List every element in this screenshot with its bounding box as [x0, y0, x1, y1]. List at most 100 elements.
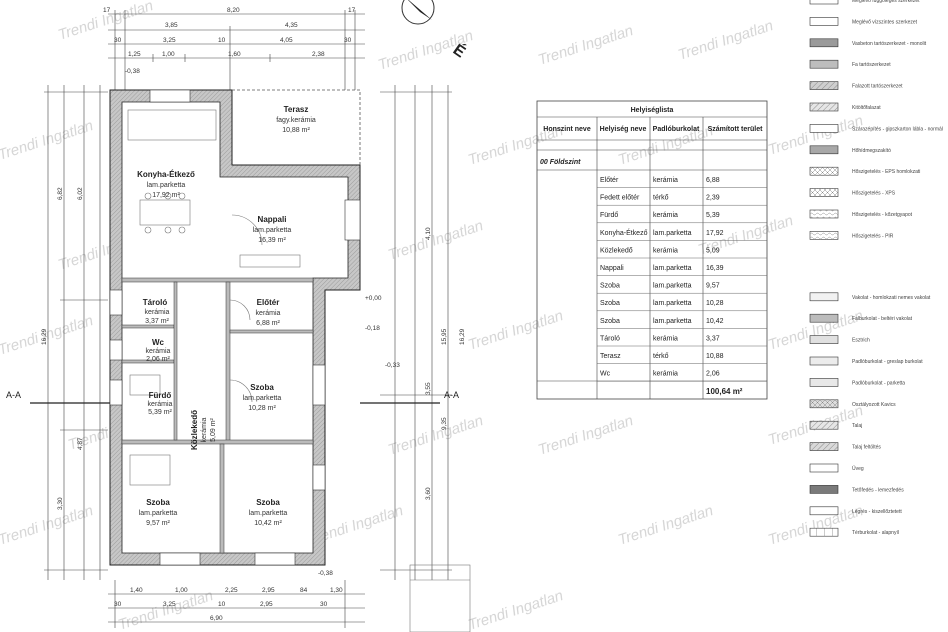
legend-swatch [809, 463, 839, 473]
table-cell: lam.parketta [653, 265, 692, 272]
section-label-right: A-A [444, 390, 459, 400]
table-cell: térkő [653, 195, 669, 202]
table-title: Helyiséglista [631, 107, 674, 114]
dim-label: 1,25 [128, 51, 141, 58]
room-area: 5,09 m² [210, 417, 217, 441]
dim-label: 15,95 [441, 328, 448, 345]
table-cell: Szoba [600, 300, 620, 307]
dim-label: 4,35 [285, 22, 298, 29]
table-cell: 9,57 [706, 283, 720, 290]
legend-swatch-pattern [810, 188, 838, 197]
watermark-text: Trendi Ingatlan [616, 502, 715, 549]
table-cell: térkő [653, 353, 669, 360]
dim-label: 3,30 [57, 497, 64, 510]
paving [409, 564, 471, 632]
dim-label: 1,00 [175, 587, 188, 594]
dim-label: 6,90 [210, 615, 223, 622]
legend-swatch-pattern [810, 399, 838, 408]
dim-label: 4,87 [77, 437, 84, 450]
room-floor: lam.parketta [139, 510, 178, 517]
top-dimension-labels: 17 8,20 17 3,85 4,35 30 3,25 10 4,05 30 … [103, 7, 356, 58]
dim-label: 8,20 [227, 7, 240, 14]
table-header: Padlóburkolat [653, 126, 700, 133]
table-cell: Szoba [600, 318, 620, 325]
legend-label: Fa tartószerkezet [852, 62, 891, 68]
table-cell: lam.parketta [653, 300, 692, 307]
legend-label: Tetőfedés - lemezfedés [852, 487, 904, 493]
legend-swatch [809, 59, 839, 69]
watermark-text: Trendi Ingatlan [536, 412, 635, 459]
legend-swatch [809, 335, 839, 344]
legend-label: Hőhídmegszakító [852, 148, 891, 154]
table-cell: Nappali [600, 265, 624, 272]
left-dimension-lines [44, 85, 108, 580]
table-cell: 16,39 [706, 265, 724, 272]
legend-label: Hőszigetelés - XPS [852, 191, 896, 197]
table-cell: kerámia [653, 177, 678, 184]
room-floor: lam.parketta [243, 395, 282, 402]
table-cell: kerámia [653, 371, 678, 378]
dim-label: 16,29 [459, 328, 466, 345]
table-cell: Tároló [600, 335, 620, 342]
furniture [127, 109, 301, 486]
dim-label: 4,10 [425, 227, 432, 240]
room-name: Szoba [146, 498, 170, 507]
bottom-dimension-lines [108, 580, 365, 628]
level-label: +0,00 [365, 295, 382, 302]
dim-label: 1,30 [330, 587, 343, 594]
level-label: -0,33 [385, 362, 400, 369]
bottom-dimension-labels: 1,40 1,00 2,25 2,95 84 1,30 30 3,25 10 2… [114, 587, 343, 622]
table-cell: Előtér [600, 177, 619, 184]
dim-label: 2,95 [260, 601, 273, 608]
dim-label: 10 [218, 37, 226, 44]
level-label: -0,38 [125, 68, 140, 75]
watermark-text: Trendi Ingatlan [386, 217, 485, 264]
legend-label: Szárazépítés - gipszkarton lábla - normá… [852, 126, 943, 132]
table-cell: Terasz [600, 353, 621, 360]
table-cell: 2,39 [706, 195, 720, 202]
watermark-text: Trendi Ingatlan [466, 587, 565, 632]
room-name: Közlekedő [190, 410, 199, 450]
section-line: A-A A-A [6, 390, 459, 404]
table-cell: 10,42 [706, 318, 724, 325]
legend-swatch-pattern [810, 442, 838, 451]
table-cell: kerámia [653, 212, 678, 219]
room-floor: lam.parketta [147, 182, 186, 189]
left-dimension-labels: 16,29 6,82 6,02 4,87 3,30 [41, 187, 84, 510]
watermark-text: Trendi Ingatlan [536, 22, 635, 69]
dim-label: 6,82 [57, 187, 64, 200]
room-floor: fagy.kerámia [276, 117, 316, 124]
legend-label: Hőszigetelés - kőzetgyapot [852, 212, 913, 218]
watermark-text: Trendi Ingatlan [386, 412, 485, 459]
watermark-text: Trendi Ingatlan [676, 17, 775, 64]
room-name: Előtér [257, 298, 280, 307]
dim-label: 17 [348, 7, 356, 14]
room-area: 10,88 m² [282, 127, 310, 134]
legend-swatch [809, 145, 839, 155]
dim-label: 1,40 [130, 587, 143, 594]
building-walls [109, 89, 361, 566]
table-cell: 3,37 [706, 335, 720, 342]
legend-label: Hőszigetelés - EPS homlokzati [852, 169, 920, 175]
legend-swatch-pattern [810, 210, 838, 218]
table-cell: 6,88 [706, 177, 720, 184]
table-cell: 2,06 [706, 371, 720, 378]
room-floor: lam.parketta [253, 227, 292, 234]
table-cell: 10,88 [706, 353, 724, 360]
table-cell: 5,39 [706, 212, 720, 219]
room-floor: kerámia [146, 348, 171, 355]
table-cell: kerámia [653, 335, 678, 342]
legend-swatch [809, 292, 839, 302]
table-level: 00 Földszint [540, 159, 581, 166]
room-area: 2,06 m² [146, 356, 170, 363]
table-cell: 10,28 [706, 300, 724, 307]
legend-swatch-pattern [810, 528, 838, 537]
legend-swatch-pattern [810, 231, 838, 240]
dim-label: 30 [320, 601, 328, 608]
dim-label: 10 [218, 601, 226, 608]
legend-label: Meglévő vízszintes szerkezet [852, 19, 918, 25]
legend-label: Esztrich [852, 338, 870, 344]
room-name: Konyha-Étkező [137, 170, 195, 179]
